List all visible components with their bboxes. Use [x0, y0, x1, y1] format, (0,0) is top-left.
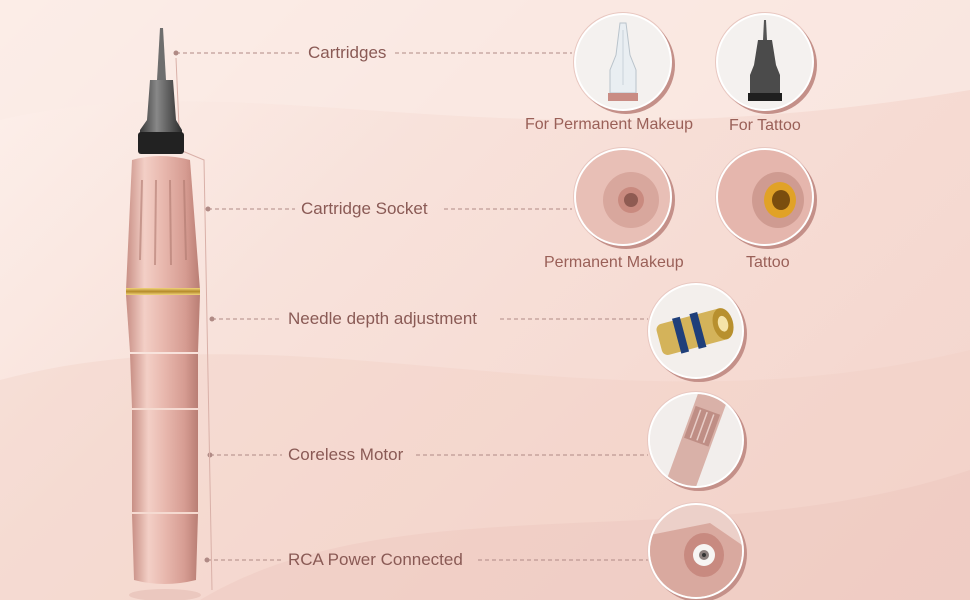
- socket-tattoo-image: [716, 148, 814, 246]
- callout-coreless-motor: Coreless Motor: [288, 445, 404, 464]
- callout-rca-power: RCA Power Connected: [288, 550, 463, 569]
- caption-cartridge-tattoo: For Tattoo: [729, 117, 801, 134]
- caption-cartridge-pmu: For Permanent Makeup: [525, 116, 694, 133]
- coreless-motor-image: [648, 392, 744, 488]
- cartridge-pmu-image: [574, 13, 672, 111]
- callout-needle-depth: Needle depth adjustment: [288, 309, 478, 328]
- needle-depth-image: [648, 283, 744, 379]
- tattoo-pen-image: [126, 28, 201, 600]
- callout-cartridges: Cartridges: [308, 43, 387, 62]
- rca-power-image: [648, 503, 744, 599]
- socket-pmu-image: [574, 148, 672, 246]
- cartridge-tattoo-image: [716, 13, 814, 111]
- callout-cartridge-socket: Cartridge Socket: [301, 199, 428, 218]
- caption-socket-tattoo: Tattoo: [746, 254, 790, 271]
- caption-socket-pmu: Permanent Makeup: [544, 254, 684, 271]
